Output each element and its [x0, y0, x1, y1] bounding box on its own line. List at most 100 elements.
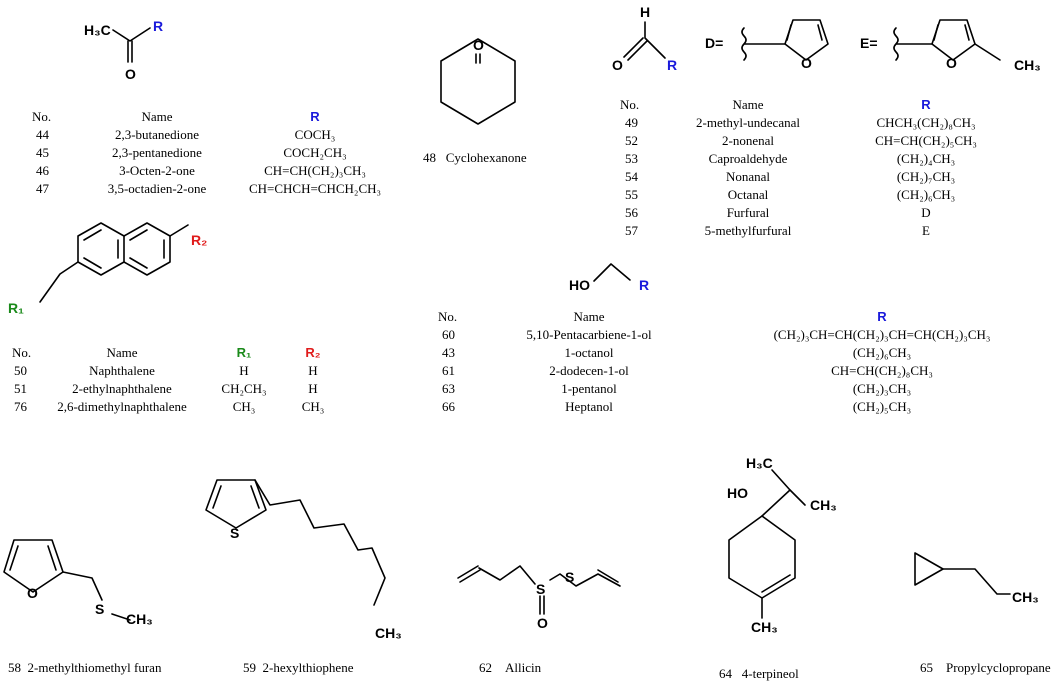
cell-no: 49 — [625, 115, 638, 130]
compound-number: 58 — [8, 660, 21, 675]
table-header: No. Name R₁ R₂ — [0, 344, 400, 362]
cell-r: (CH₂)₆CH₃ — [852, 345, 912, 360]
cell-name: 2-methyl-undecanal — [696, 115, 800, 130]
ch3-label: CH₃ — [810, 497, 837, 513]
e-label: E= — [860, 35, 878, 51]
cell-r1: CH₂CH₃ — [221, 381, 267, 396]
col-no: No. — [438, 309, 458, 324]
cell-no: 47 — [36, 181, 49, 196]
table-row: 57 5-methylfurfural E — [0, 222, 1059, 240]
oxygen-label: O — [946, 55, 957, 71]
sulfur-label: S — [536, 581, 545, 597]
col-name: Name — [106, 345, 138, 360]
compound-name: 2-methylthiomethyl furan — [27, 660, 162, 675]
alcohol-structure: HO R — [569, 263, 649, 293]
table-row: 54 Nonanal (CH₂)₇CH₃ — [0, 168, 1059, 186]
cell-name: Furfural — [726, 205, 770, 220]
compound-name: 2-hexylthiophene — [262, 660, 354, 675]
cell-r2: H — [308, 381, 318, 396]
table-row: 61 2-dodecen-1-ol CH=CH(CH₂)₈CH₃ — [0, 362, 1059, 380]
ch3-label: CH₃ — [1014, 57, 1041, 73]
cell-r: (CH₂)₃CH₃ — [852, 381, 912, 396]
r-label: R — [639, 277, 649, 293]
compound-number: 65 — [920, 660, 933, 675]
table-row: 50 Naphthalene H H — [0, 362, 400, 380]
table-header: No. Name R — [0, 108, 400, 126]
col-r: R — [877, 309, 887, 324]
aldehyde-table: No. Name R 49 2-methyl-undecanal CHCH₃(C… — [0, 96, 1059, 240]
ch3-label: CH₃ — [1012, 589, 1039, 605]
ch3-label: CH₃ — [126, 611, 153, 627]
table-row: 51 2-ethylnaphthalene CH₂CH₃ H — [0, 380, 400, 398]
oxygen-label: O — [27, 585, 38, 601]
compound-65-structure: CH₃ — [914, 552, 1039, 605]
naphthalene-structure: R₂ R₁ — [8, 222, 207, 316]
compound-62-caption: 62 Allicin — [479, 660, 541, 676]
col-no: No. — [12, 345, 32, 360]
cell-name: Nonanal — [725, 169, 771, 184]
cell-no: 51 — [14, 381, 27, 396]
table-row: 76 2,6-dimethylnaphthalene CH₃ CH₃ — [0, 398, 400, 416]
compound-number: 59 — [243, 660, 256, 675]
cell-no: 53 — [625, 151, 638, 166]
cell-name: 3,5-octadien-2-one — [107, 181, 207, 196]
table-row: 52 2-nonenal CH=CH(CH₂)₅CH₃ — [0, 132, 1059, 150]
cell-name: 1-octanol — [564, 345, 614, 360]
col-name: Name — [732, 97, 764, 112]
table-row: 47 3,5-octadien-2-one CH=CHCH=CHCH₂CH₃ — [0, 180, 400, 198]
table-row: 49 2-methyl-undecanal CHCH₃(CH₂)₈CH₃ — [0, 114, 1059, 132]
compound-62-structure: S S O — [457, 565, 621, 631]
h3c-label: H₃C — [84, 22, 111, 38]
table-row: 56 Furfural D — [0, 204, 1059, 222]
compound-name: Cyclohexanone — [445, 150, 527, 165]
compound-58-structure: O S CH₃ — [3, 539, 153, 627]
table-row: 53 Caproaldehyde (CH₂)₄CH₃ — [0, 150, 1059, 168]
cell-name: 1-pentanol — [561, 381, 617, 396]
cell-name: Naphthalene — [89, 363, 155, 378]
cell-no: 56 — [625, 205, 638, 220]
compound-65-caption: 65 Propylcyclopropane — [920, 660, 1051, 676]
compound-number: 62 — [479, 660, 492, 675]
compound-name: 4-terpineol — [741, 666, 799, 681]
cell-r: CH=CH(CH₂)₈CH₃ — [831, 363, 933, 378]
compound-48-caption: 48 Cyclohexanone — [423, 150, 527, 166]
cell-r1: CH₃ — [232, 399, 256, 414]
col-r2: R₂ — [305, 345, 321, 360]
table-row: 43 1-octanol (CH₂)₆CH₃ — [0, 344, 1059, 362]
cell-no: 63 — [442, 381, 455, 396]
cell-name: 2-dodecen-1-ol — [549, 363, 629, 378]
table-row: 55 Octanal (CH₂)₆CH₃ — [0, 186, 1059, 204]
hydrogen-label: H — [640, 4, 650, 20]
sulfur-label: S — [95, 601, 104, 617]
r-label: R — [153, 18, 163, 34]
cyclohexanone-structure: O — [440, 37, 516, 125]
sulfur-label: S — [565, 569, 574, 585]
cell-name: 5,10-Pentacarbiene-1-ol — [526, 327, 652, 342]
r1-label: R₁ — [8, 300, 24, 316]
table-row: 46 3-Octen-2-one CH=CH(CH₂)₃CH₃ — [0, 162, 400, 180]
oxygen-label: O — [612, 57, 623, 73]
cell-r: E — [922, 223, 930, 238]
col-r: R — [921, 97, 931, 112]
compound-name: Propylcyclopropane — [946, 660, 1051, 675]
cell-no: 66 — [442, 399, 455, 414]
cell-no: 57 — [625, 223, 638, 238]
table-row: 60 5,10-Pentacarbiene-1-ol (CH₂)₃CH=CH(C… — [0, 326, 1059, 344]
col-r: R — [310, 109, 320, 124]
cell-r1: H — [239, 363, 249, 378]
ho-label: HO — [569, 277, 590, 293]
cell-no: 55 — [625, 187, 638, 202]
ketone-structure: H₃C R O — [84, 18, 163, 82]
r2-label: R₂ — [191, 232, 207, 248]
cell-r: COCH₃ — [294, 127, 336, 142]
ketone-table: No. Name R 44 2,3-butanedione COCH₃ 45 2… — [0, 108, 400, 198]
compound-name: Allicin — [505, 660, 542, 675]
cell-r2: CH₃ — [301, 399, 325, 414]
compound-64-caption: 64 4-terpineol — [719, 666, 799, 682]
cell-name: 2,3-butanedione — [114, 127, 200, 142]
h3c-label: H₃C — [746, 455, 773, 471]
col-no: No. — [32, 109, 52, 124]
compound-number: 64 — [719, 666, 732, 681]
cell-r: (CH₂)₃CH=CH(CH₂)₃CH=CH(CH₂)₃CH₃ — [773, 327, 991, 342]
cell-r: CH=CHCH=CHCH₂CH₃ — [248, 181, 382, 196]
